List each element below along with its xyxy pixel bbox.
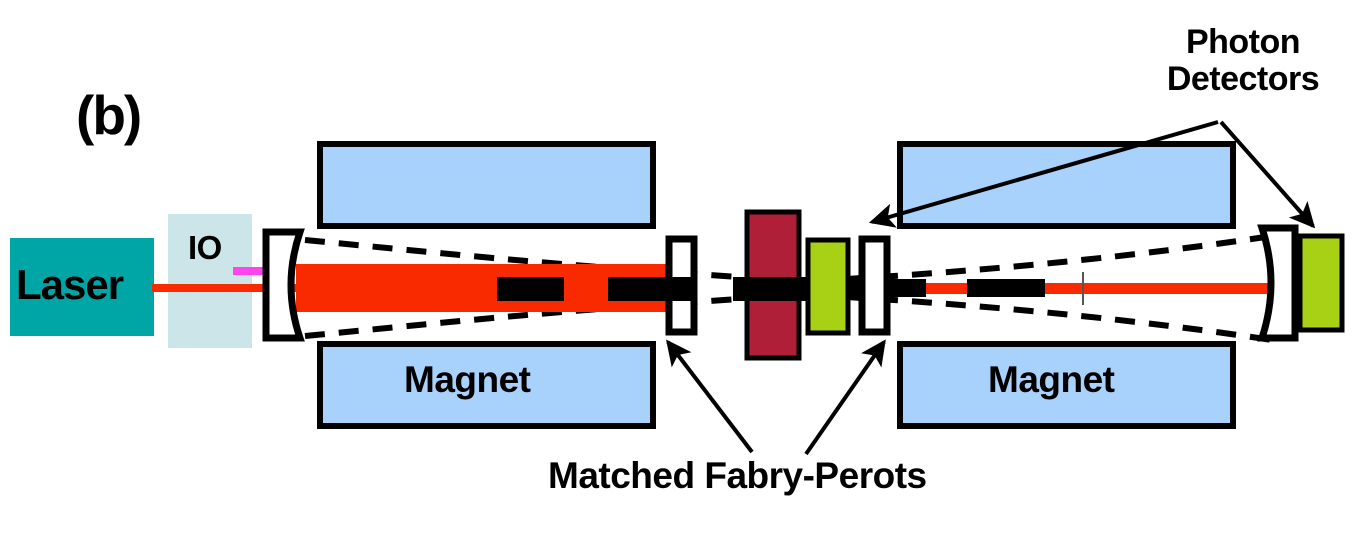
beam-envelope-dashed — [304, 233, 1273, 343]
envelope-upper-left — [304, 237, 811, 284]
arrow-photon-detector-center — [868, 120, 1219, 228]
beam-block-right-2 — [967, 279, 1045, 297]
io-label: IO — [188, 229, 222, 266]
magnet-right-label: Magnet — [988, 359, 1115, 400]
panel-label: (b) — [76, 84, 142, 146]
magnet-upper-right — [897, 141, 1236, 229]
photon-detector-right — [1297, 233, 1345, 333]
beam-laser-input — [152, 284, 302, 292]
magnet-upper-left — [317, 141, 656, 229]
envelope-lower-right — [809, 292, 1273, 343]
laser-box — [10, 238, 154, 336]
fabry-perot-mirror-2 — [858, 235, 891, 336]
photon-detectors-label: Photon Detectors — [1166, 23, 1320, 98]
wall-aperture-bar — [733, 277, 813, 301]
envelope-upper-right — [809, 233, 1273, 284]
arrow-photon-detector-right — [1219, 120, 1316, 229]
magnet-left-label: Magnet — [404, 359, 531, 400]
input-coupler-mirror — [262, 228, 305, 342]
magnet-lower-left — [317, 341, 656, 429]
fp1-substrate-bar — [660, 277, 694, 301]
magnet-lower-right — [897, 341, 1236, 429]
beam-block-left-1 — [497, 277, 564, 301]
output-coupler-mirror — [1257, 224, 1299, 342]
arrow-fabry-perot-1 — [666, 339, 754, 454]
laser-label: Laser — [16, 261, 124, 308]
photon-detector-center — [805, 237, 851, 336]
arrow-fabry-perot-2 — [804, 339, 886, 456]
matched-fabry-perots-label: Matched Fabry-Perots — [548, 455, 927, 496]
isolator-box — [168, 214, 252, 348]
envelope-lower-left — [304, 292, 811, 339]
beam-right-thin — [845, 283, 1312, 294]
